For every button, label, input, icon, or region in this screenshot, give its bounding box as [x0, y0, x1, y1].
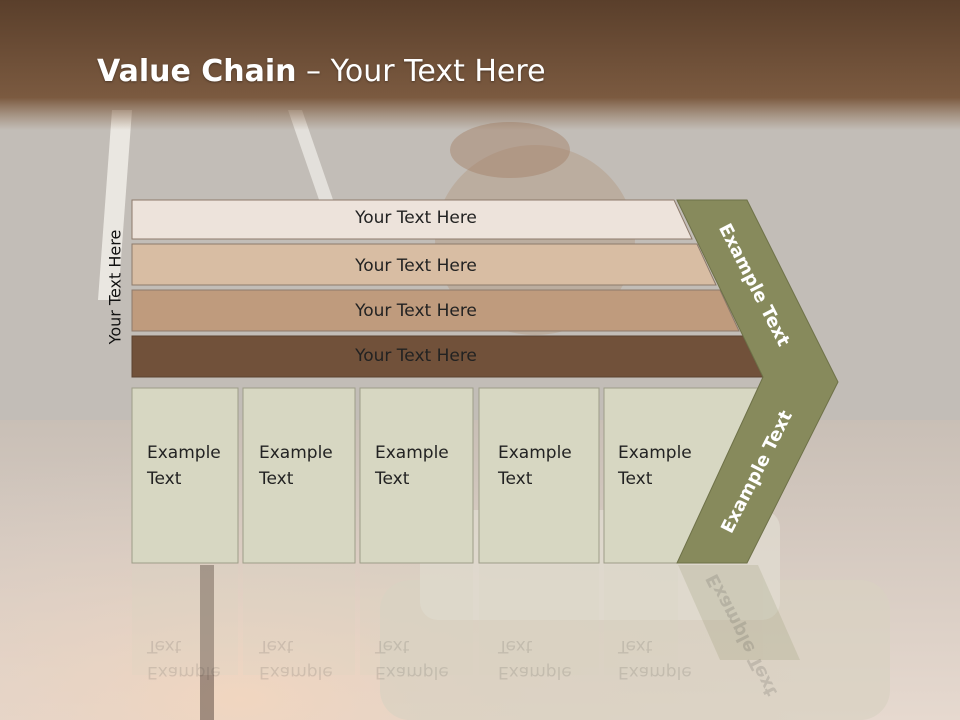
- chevron-arrow[interactable]: [676, 199, 839, 564]
- bar-4-label: Your Text Here: [355, 346, 477, 366]
- box-1-shape[interactable]: [131, 387, 239, 564]
- page-title: Value Chain – Your Text Here: [97, 54, 546, 89]
- box-3-shape[interactable]: [359, 387, 474, 564]
- bar-3-label: Your Text Here: [355, 301, 477, 321]
- bar-1-label: Your Text Here: [355, 208, 477, 228]
- box-2-shape[interactable]: [242, 387, 356, 564]
- bar-2-label: Your Text Here: [355, 256, 477, 276]
- box-4-shape[interactable]: [478, 387, 600, 564]
- bar-3-shape[interactable]: [131, 289, 740, 332]
- bar-2-shape[interactable]: [131, 243, 717, 286]
- bar-1-shape[interactable]: [131, 199, 693, 240]
